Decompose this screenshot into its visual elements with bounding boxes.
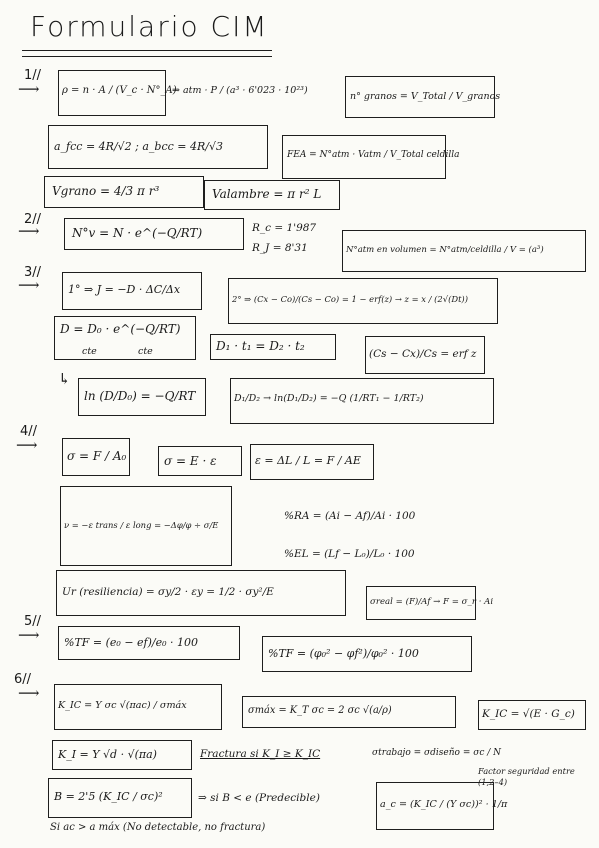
kic-box	[54, 684, 222, 730]
smax-formula: σmáx = K_T σc = 2 σc √(a/ρ)	[248, 705, 392, 716]
stress-formula: σ = F / A₀	[67, 449, 127, 463]
lattice-formula: a_fcc = 4R/√2 ; a_bcc = 4R/√3	[54, 140, 223, 153]
page-title: Formulario CIM	[30, 10, 269, 43]
design-stress: σtrabajo = σdiseño = σc / N	[372, 748, 502, 758]
tf1-formula: %TF = (e₀ − ef)/e₀ · 100	[64, 636, 199, 649]
section-1-number: 1//	[24, 68, 42, 83]
arrhenius-formula: D = D₀ · e^(−Q/RT)	[60, 322, 181, 336]
lattice-box	[48, 125, 268, 169]
dt-formula: D₁ · t₁ = D₂ · t₂	[216, 339, 305, 353]
cte-label-2: cte	[138, 346, 153, 357]
ra-formula: %RA = (Ai − Af)/Ai · 100	[284, 510, 416, 522]
poisson-box	[60, 486, 232, 566]
fick2-box	[228, 278, 498, 324]
strain-box	[250, 444, 374, 480]
valambre-formula: Valambre = π r² L	[212, 187, 322, 201]
kic2-box	[478, 700, 586, 730]
arrow-icon: ⟶	[18, 276, 40, 294]
dt-box	[210, 334, 336, 360]
vacancy-box	[64, 218, 244, 250]
section-5-number: 5//	[24, 614, 42, 629]
b-box	[48, 778, 192, 818]
detectable-note: Si ac > a máx (No detectable, no fractur…	[50, 822, 266, 833]
vacancy-formula: N°v = N · e^(−Q/RT)	[72, 226, 203, 240]
arrow-icon: ⟶	[18, 626, 40, 644]
section-6-number: 6//	[14, 672, 32, 687]
fick2-formula: 2° ⇒ (Cx − Co)/(Cs − Co) = 1 − erf(z) → …	[232, 294, 468, 304]
arrhenius-box	[54, 316, 196, 360]
strain-formula: ε = ΔL / L = F / AE	[255, 454, 361, 467]
sreal-formula: σreal = (F)/Af → F = σ_r · Ai	[370, 597, 494, 607]
kic2-formula: K_IC = √(E · G_c)	[482, 708, 575, 720]
section-4-number: 4//	[20, 424, 38, 439]
return-arrow-icon: ↳	[58, 370, 71, 388]
fea-box	[282, 135, 446, 179]
smax-box	[242, 696, 456, 728]
section-2-number: 2//	[24, 212, 42, 227]
stress-box	[62, 438, 130, 476]
kic-formula: K_IC = Y σc √(πac) / σmáx	[58, 700, 187, 711]
tf2-formula: %TF = (φ₀² − φf²)/φ₀² · 100	[268, 647, 419, 660]
vgrano-formula: Vgrano = 4/3 π r³	[52, 184, 160, 198]
fracture-condition: Fractura si K_I ≥ K_IC	[200, 748, 321, 760]
predictable-note: ⇒ si B < e (Predecible)	[198, 792, 320, 804]
density-box	[58, 70, 166, 116]
ki-box	[52, 740, 192, 770]
tf1-box	[58, 626, 240, 660]
erf-formula: (Cs − Cx)/Cs = erf z	[369, 348, 477, 360]
fick1-formula: 1° ⇒ J = −D · ΔC/Δx	[68, 283, 181, 296]
ac-formula: a_c = (K_IC / (Y σc))² · 1/π	[380, 799, 508, 810]
granos-formula: n° granos = V_Total / V_granos	[350, 91, 501, 102]
erf-box	[365, 336, 485, 374]
fea-formula: FEA = N°atm · Vatm / V_Total celdilla	[287, 150, 460, 160]
section-3-number: 3//	[24, 265, 42, 280]
title-underline-2	[22, 56, 272, 57]
natm-volume-box	[342, 230, 586, 272]
ac-box	[376, 782, 494, 830]
gas-constant-j: R_J = 8'31	[252, 242, 308, 254]
tf2-box	[262, 636, 472, 672]
granos-box	[345, 76, 495, 118]
b-formula: B = 2'5 (K_IC / σc)²	[54, 790, 163, 803]
fick1-box	[62, 272, 202, 310]
el-formula: %EL = (Lf − L₀)/L₀ · 100	[284, 548, 415, 560]
safety-factor-note: Factor seguridad entre (1,2–4)	[478, 766, 575, 787]
ln-formula: ln (D/D₀) = −Q/RT	[84, 389, 196, 403]
ln2-formula: D₁/D₂ → ln(D₁/D₂) = −Q (1/RT₁ − 1/RT₂)	[234, 393, 424, 404]
poisson-formula: ν = −ε trans / ε long = −Δφ/φ ÷ σ/E	[64, 520, 219, 530]
resilience-box	[56, 570, 346, 616]
valambre-box	[204, 180, 340, 210]
title-underline	[22, 50, 272, 51]
density-formula: ρ = n · A / (V_c · N°_A)	[62, 85, 177, 96]
arrow-icon: ⟶	[18, 222, 40, 240]
hooke-formula: σ = E · ε	[164, 454, 217, 468]
ln-box	[78, 378, 206, 416]
vgrano-box	[44, 176, 204, 208]
ln2-box	[230, 378, 494, 424]
gas-constant-cal: R_c = 1'987	[252, 222, 317, 234]
natm-volume-formula: N°atm en volumen = N°atm/celdilla / V = …	[346, 245, 544, 255]
ki-formula: K_I = Y √d · √(πa)	[58, 748, 157, 761]
arrow-icon: ⟶	[16, 436, 38, 454]
cte-label-1: cte	[82, 346, 97, 357]
arrow-icon: ⟶	[18, 684, 40, 702]
resilience-formula: Ur (resiliencia) = σy/2 · εy = 1/2 · σy²…	[62, 586, 274, 598]
density-units: ⇒ atm · P / (a³ · 6'023 · 10²³)	[172, 85, 308, 96]
sreal-box	[366, 586, 476, 620]
arrow-icon: ⟶	[18, 80, 40, 98]
hooke-box	[158, 446, 242, 476]
